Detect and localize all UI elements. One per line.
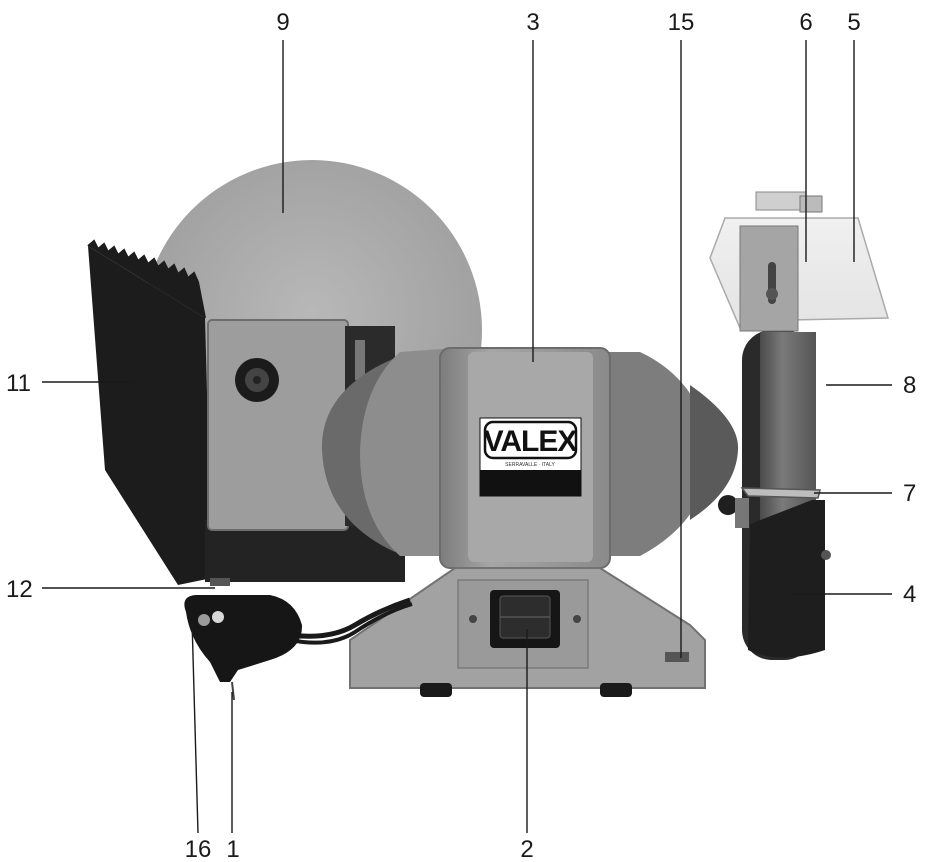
callout-9: 9 — [276, 9, 289, 36]
power-cord — [289, 597, 413, 645]
callout-8: 8 — [903, 372, 916, 399]
power-switch[interactable] — [469, 590, 581, 648]
leader-lines — [42, 40, 892, 834]
callout-labels: 9 3 15 6 5 11 8 7 12 4 16 1 2 — [6, 9, 916, 862]
callout-12: 12 — [6, 576, 33, 603]
callout-2: 2 — [520, 836, 533, 862]
motor-left-bell — [321, 348, 455, 556]
callout-15: 15 — [668, 9, 695, 36]
callout-7: 7 — [903, 480, 916, 507]
callout-5: 5 — [847, 9, 860, 36]
callout-4: 4 — [903, 581, 916, 608]
brand-label: VALEX SERRAVALLE · ITALY — [479, 417, 582, 497]
tool-rest-plate — [87, 239, 212, 585]
tool-rest-bracket — [718, 487, 821, 528]
motor-right-bell — [600, 352, 739, 556]
leader-16 — [191, 619, 199, 834]
brand-name: VALEX — [484, 425, 578, 458]
callout-3: 3 — [526, 9, 539, 36]
eye-shield — [709, 191, 890, 329]
callout-16: 16 — [185, 836, 212, 862]
callout-1: 1 — [226, 836, 239, 862]
wheel-guard — [748, 500, 831, 658]
shield-bracket — [739, 225, 799, 332]
brand-tagline: SERRAVALLE · ITALY — [505, 462, 555, 468]
callout-6: 6 — [799, 9, 812, 36]
remote-control-box[interactable] — [184, 595, 303, 701]
callout-11: 11 — [6, 370, 31, 397]
